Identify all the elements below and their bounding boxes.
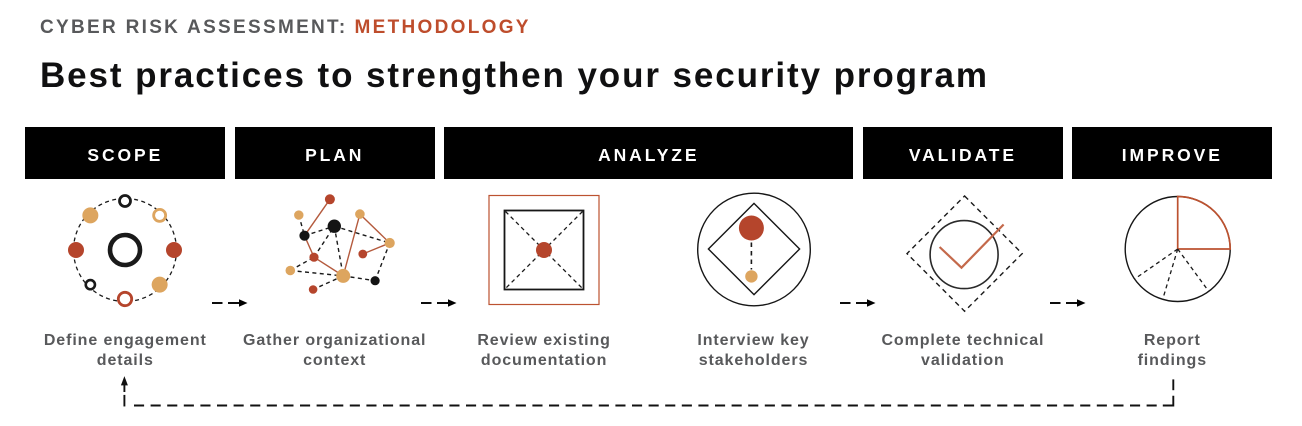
step-caption-define-engagement: Define engagement details [20,331,230,371]
caption-line: context [303,352,367,369]
caption-line: findings [1137,352,1207,369]
phase-label: VALIDATE [908,144,1017,165]
feedback-loop-arrow-icon [120,376,1175,407]
flow-arrow-icon [212,299,248,307]
diamond-interview-icon [696,192,811,307]
flow-arrow-icon [840,299,876,307]
phase-bar-plan: PLAN [234,127,435,179]
caption-line: stakeholders [698,352,809,369]
eyebrow: CYBER RISK ASSESSMENT: METHODOLOGY [40,18,531,37]
phase-bar-analyze: ANALYZE [444,127,854,179]
step-caption-report-findings: Report findings [1067,331,1277,371]
pie-chart-icon [1124,195,1232,303]
phase-bar-improve: IMPROVE [1072,127,1273,179]
flow-arrow-icon [421,299,457,307]
caption-line: Complete technical [881,332,1045,349]
phase-label: IMPROVE [1121,144,1223,165]
caption-line: Review existing [477,332,611,349]
eyebrow-prefix: CYBER RISK ASSESSMENT: [40,17,348,38]
phase-bar-validate: VALIDATE [863,127,1063,179]
page-title: Best practices to strengthen your securi… [40,55,989,95]
caption-line: validation [921,352,1005,369]
phase-label: ANALYZE [598,144,700,165]
eyebrow-highlight: METHODOLOGY [354,17,531,38]
step-caption-gather-context: Gather organizational context [230,331,440,371]
checkmark-diamond-icon [905,195,1024,313]
step-caption-complete-validation: Complete technical validation [858,331,1068,371]
phase-label: SCOPE [87,144,164,165]
caption-line: details [96,352,154,369]
caption-line: documentation [480,352,608,369]
caption-line: Report [1143,332,1201,349]
stakeholder-ring-icon [68,194,183,308]
flow-arrow-icon [1049,299,1086,307]
document-square-icon [488,194,600,306]
caption-line: Define engagement [43,332,207,349]
phase-bar-scope: SCOPE [25,127,226,179]
phase-label: PLAN [305,144,365,165]
step-caption-review-documentation: Review existing documentation [439,331,649,371]
step-caption-interview-stakeholders: Interview key stakeholders [649,331,859,371]
caption-line: Interview key [697,332,810,349]
caption-line: Gather organizational [243,332,427,349]
network-graph-icon [285,194,395,294]
